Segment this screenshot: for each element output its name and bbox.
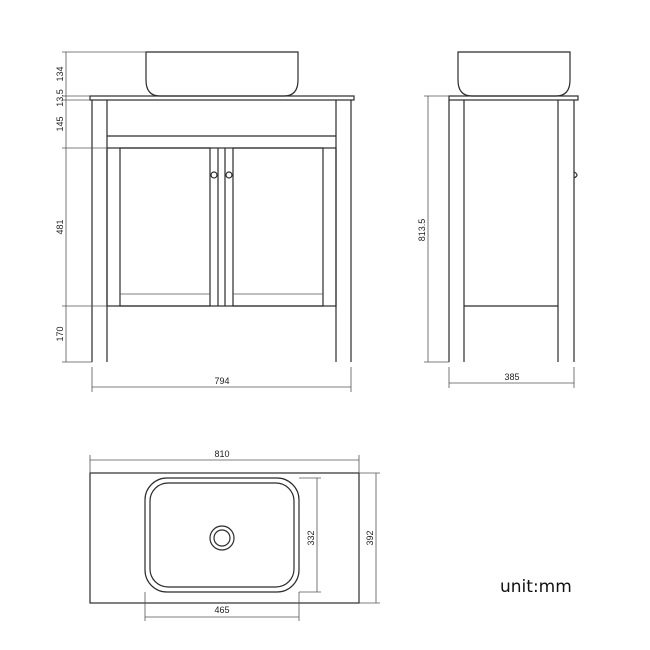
top-countertop bbox=[89, 472, 360, 604]
dim-front-width: 794 bbox=[214, 376, 229, 386]
dim-top-width: 810 bbox=[214, 449, 229, 459]
dim-top-thickness: 13.5 bbox=[55, 89, 65, 107]
top-view: 810 332 392 465 bbox=[89, 449, 380, 621]
top-basin-outer bbox=[144, 477, 300, 593]
dim-upper-rail: 145 bbox=[55, 116, 65, 131]
side-basin bbox=[457, 51, 571, 97]
dim-top-depth: 392 bbox=[365, 530, 375, 545]
front-knob-right bbox=[225, 171, 233, 179]
unit-label: unit:mm bbox=[500, 577, 572, 597]
top-drain-inner bbox=[213, 529, 231, 547]
top-basin-inner bbox=[149, 482, 295, 588]
front-countertop bbox=[89, 95, 355, 101]
dim-door-height: 481 bbox=[55, 219, 65, 234]
front-view: 134 13.5 145 481 170 794 bbox=[55, 51, 355, 392]
front-door-frame bbox=[106, 147, 337, 307]
dim-side-depth: 385 bbox=[504, 372, 519, 382]
top-drain-outer bbox=[209, 525, 235, 551]
side-countertop bbox=[448, 95, 579, 101]
front-basin bbox=[145, 51, 299, 97]
dim-basin-width: 465 bbox=[214, 605, 229, 615]
front-left-door bbox=[119, 147, 211, 307]
dim-basin-height: 134 bbox=[55, 66, 65, 81]
side-view: 813.5 385 bbox=[417, 51, 579, 388]
dim-basin-depth: 332 bbox=[306, 530, 316, 545]
front-knob-left bbox=[210, 171, 218, 179]
dim-total-height: 813.5 bbox=[417, 219, 427, 242]
dim-leg-height: 170 bbox=[55, 326, 65, 341]
side-knob bbox=[573, 171, 578, 179]
front-right-door bbox=[232, 147, 324, 307]
